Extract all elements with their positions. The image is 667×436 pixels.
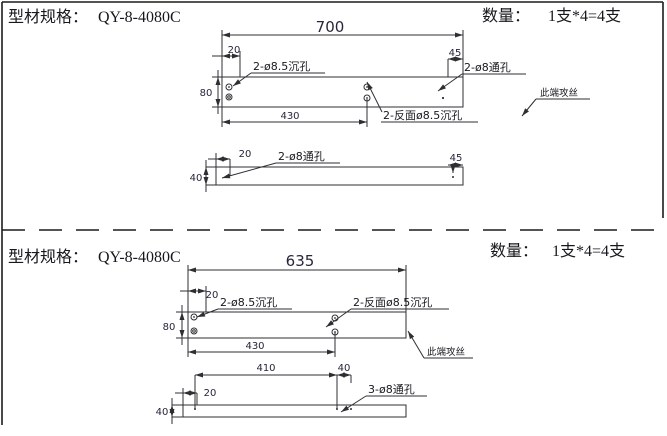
qty-value: 1支*4=4支 [548,7,621,25]
dim-right-offset: 45 [449,48,462,59]
dim-span: 410 [256,363,275,374]
s1-plan-view: 700 20 80 430 45 2-ø8.5沉孔 2-反面ø8.5沉孔 [200,18,590,127]
dim-edge-offset: 20 [206,290,219,301]
callout-leader [221,162,277,179]
dim-height: 40 [156,407,169,418]
back-counterbore-callout: 2-反面ø8.5沉孔 [353,296,432,309]
dim-hole-span: 430 [245,341,264,352]
tap-note: 此端攻丝 [540,87,578,99]
through-hole-callout: 3-ø8通孔 [368,383,415,396]
profile-outline [187,311,407,339]
qty-value: 1支*4=4支 [552,242,625,260]
spec-value: QY-8-4080C [98,249,181,266]
extension-line [175,388,198,405]
callout-leader [232,72,252,87]
callout-leader [340,395,367,413]
dim-edge-offset: 20 [228,45,241,56]
hole-markers [194,408,352,410]
dim-span2: 40 [338,363,351,374]
spec-label: 型材规格： [8,8,88,26]
note-leader [521,98,537,117]
extension-line [205,160,216,192]
dim-width: 80 [200,88,213,99]
spec-label: 型材规格： [8,248,88,266]
extension-line [194,375,352,409]
section-2: 型材规格： QY-8-4080C 数量： 1支*4=4支 635 20 80 4… [8,242,625,424]
section-2-header: 型材规格： QY-8-4080C 数量： 1支*4=4支 [8,242,625,266]
dim-right-offset: 45 [450,153,463,164]
callout-leader [196,308,219,318]
counterbore-callout: 2-ø8.5沉孔 [220,296,277,309]
back-counterbore-callout: 2-反面ø8.5沉孔 [383,109,462,122]
extension-line [171,398,183,424]
qty-label: 数量： [482,7,530,25]
s2-side-view: 410 40 20 40 3-ø8通孔 [156,363,427,424]
dim-height: 40 [190,173,203,184]
counterbore-callout: 2-ø8.5沉孔 [253,60,310,73]
callout-leader [437,73,463,92]
dim-length: 700 [316,18,345,36]
tap-note: 此端攻丝 [427,346,465,358]
sheet-border [1,1,666,425]
dim-edge-offset: 20 [239,149,252,160]
section-1-header: 型材规格： QY-8-4080C 数量： 1支*4=4支 [8,7,621,26]
profile-outline [215,166,464,186]
dim-edge-offset: 20 [204,388,217,399]
extension-line [180,286,207,312]
dim-width: 80 [163,322,176,333]
dim-hole-span: 430 [280,111,299,122]
profile-outline [221,76,464,108]
note-leader [407,330,425,359]
qty-label: 数量： [490,242,538,260]
hole-markers [225,83,445,102]
extension-line [208,153,231,176]
through-hole-callout: 2-ø8通孔 [278,150,325,163]
hole-markers [190,313,339,336]
extension-line [212,70,222,114]
section-1: 型材规格： QY-8-4080C 数量： 1支*4=4支 700 20 80 [8,7,621,192]
through-hole-callout: 2-ø8通孔 [464,61,511,74]
s2-plan-view: 635 20 80 430 2-ø8.5沉孔 2-反面ø8.5沉孔 此端攻丝 [163,252,473,359]
extension-line [176,305,188,345]
spec-value: QY-8-4080C [98,9,181,26]
profile-outline [182,404,407,418]
s1-side-view: 40 20 2-ø8通孔 45 [190,149,464,192]
dim-length: 635 [286,252,315,270]
